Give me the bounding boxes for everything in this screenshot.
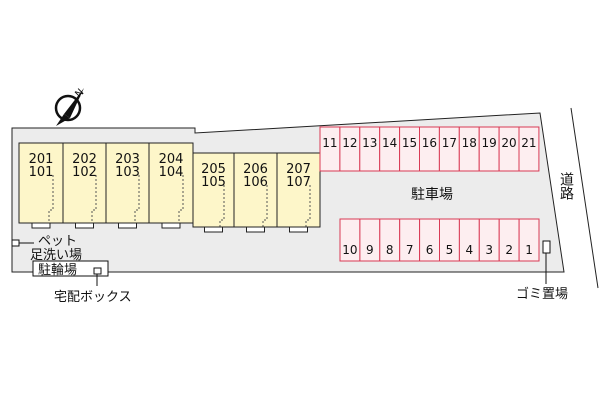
entry-outline bbox=[178, 175, 184, 223]
bicycle-parking bbox=[32, 260, 109, 277]
parking-label: 駐車場 bbox=[411, 186, 453, 203]
entry-outline bbox=[305, 185, 311, 227]
parking-space-number: 11 bbox=[322, 136, 337, 150]
parking-space-number: 6 bbox=[426, 243, 434, 257]
pet-wash-label-line1: ペット bbox=[38, 234, 77, 249]
road-label: 道路 bbox=[558, 172, 574, 200]
parking-space-number: 1 bbox=[525, 243, 533, 257]
entry-outline bbox=[91, 175, 97, 223]
unit-number-upper: 204 bbox=[159, 152, 184, 167]
delivery-box-label: 宅配ボックス bbox=[54, 290, 132, 305]
unit-step bbox=[246, 226, 265, 233]
entry-outline bbox=[262, 185, 268, 227]
unit-step bbox=[161, 222, 181, 229]
parking-space-number: 7 bbox=[406, 243, 414, 257]
parking-space-21 bbox=[518, 126, 540, 172]
unit-number-lower: 106 bbox=[243, 175, 268, 190]
compass-needle-tail bbox=[56, 114, 70, 126]
pet-wash-label-line2: 足洗い場 bbox=[30, 248, 82, 263]
bicycle-parking-label: 駐輪場 bbox=[38, 262, 77, 278]
parking-space-number: 4 bbox=[466, 243, 474, 257]
parking-space-number: 12 bbox=[342, 136, 357, 150]
parking-space-number: 20 bbox=[501, 136, 516, 150]
parking-space-number: 2 bbox=[505, 243, 513, 257]
parking-space-1 bbox=[518, 218, 540, 262]
unit-number-lower: 102 bbox=[72, 165, 97, 180]
parking-space-number: 17 bbox=[442, 136, 457, 150]
parking-space-number: 9 bbox=[366, 243, 374, 257]
parking-space-number: 5 bbox=[446, 243, 454, 257]
building-unit-body bbox=[276, 152, 321, 228]
entry-outline bbox=[48, 175, 54, 223]
unit-number-upper: 203 bbox=[115, 152, 140, 167]
parking-space-number: 10 bbox=[342, 243, 357, 257]
garbage-station bbox=[542, 240, 551, 254]
parking-row-top: 11 12 13 14 15 16 17 18 19 20 21 bbox=[319, 126, 540, 172]
unit-number-upper: 201 bbox=[29, 152, 54, 167]
pet-wash-station bbox=[11, 239, 20, 247]
unit-number-upper: 206 bbox=[243, 162, 268, 177]
unit-step bbox=[31, 222, 51, 229]
entry-outline bbox=[219, 185, 225, 227]
compass-needle-icon bbox=[64, 88, 84, 118]
unit-number-lower: 107 bbox=[286, 175, 311, 190]
compass: N bbox=[54, 87, 86, 126]
building-unit-body bbox=[148, 142, 194, 224]
unit-number-lower: 105 bbox=[201, 175, 226, 190]
parking-space-number: 16 bbox=[422, 136, 437, 150]
unit-step bbox=[204, 226, 223, 233]
unit-step bbox=[75, 222, 94, 229]
delivery-box bbox=[93, 267, 102, 275]
unit-number-upper: 202 bbox=[72, 152, 97, 167]
parking-space-number: 3 bbox=[485, 243, 493, 257]
unit-number-lower: 101 bbox=[29, 165, 54, 180]
road-line bbox=[570, 107, 599, 289]
parking-space-number: 13 bbox=[362, 136, 377, 150]
unit-step bbox=[118, 222, 137, 229]
unit-step bbox=[289, 226, 308, 233]
parking-space-number: 14 bbox=[382, 136, 397, 150]
unit-number-lower: 103 bbox=[115, 165, 140, 180]
unit-number-lower: 104 bbox=[159, 165, 184, 180]
parking-space-number: 8 bbox=[386, 243, 394, 257]
garbage-label: ゴミ置場 bbox=[516, 286, 568, 302]
parking-space-number: 19 bbox=[482, 136, 497, 150]
parking-space-number: 18 bbox=[462, 136, 477, 150]
parking-space-number: 21 bbox=[521, 136, 536, 150]
unit-number-upper: 207 bbox=[286, 162, 311, 177]
parking-space-number: 15 bbox=[402, 136, 417, 150]
building-unit-body bbox=[105, 142, 150, 224]
building-unit-body bbox=[62, 142, 107, 224]
entry-outline bbox=[134, 175, 140, 223]
unit-number-upper: 205 bbox=[201, 162, 226, 177]
